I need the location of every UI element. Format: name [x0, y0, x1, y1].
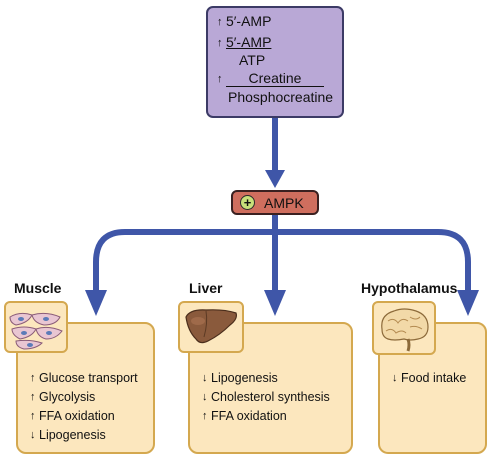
liver-effect-1: ↓Lipogenesis [202, 371, 278, 386]
amp-label: 5′-AMP [226, 13, 272, 29]
up-arrow-icon: ↑ [202, 410, 208, 422]
muscle-icon-frame [4, 301, 68, 353]
ampk-node: + AMPK [231, 190, 319, 215]
hypothalamus-heading: Hypothalamus [361, 280, 458, 296]
activation-plus-icon: + [240, 195, 255, 210]
hypothalamus-effect-1: ↓Food intake [392, 371, 466, 386]
up-arrow-icon: ↑ [217, 73, 223, 85]
effect-text: Glycolysis [39, 390, 96, 404]
arrowhead-to-ampk [265, 170, 285, 188]
effect-text: Lipogenesis [211, 371, 278, 385]
creatine-ratio-numerator: ↑Creatine [217, 70, 324, 87]
effect-text: FFA oxidation [211, 409, 287, 423]
arrowhead-to-liver [264, 290, 286, 316]
muscle-heading: Muscle [14, 280, 62, 296]
up-arrow-icon: ↑ [30, 410, 36, 422]
muscle-effect-3: ↑FFA oxidation [30, 409, 115, 424]
effect-text: Food intake [401, 371, 467, 385]
branch-line-right [275, 229, 471, 292]
liver-effect-3: ↑FFA oxidation [202, 409, 287, 424]
effect-text: Cholesterol synthesis [211, 390, 330, 404]
amp-increase-line: ↑5′-AMP [217, 13, 271, 29]
creatine-label: Creatine [226, 70, 324, 87]
liver-icon [185, 309, 237, 344]
atp-label: ATP [239, 52, 266, 68]
down-arrow-icon: ↓ [392, 372, 398, 384]
arrowhead-to-hypothalamus [457, 290, 479, 316]
liver-effect-2: ↓Cholesterol synthesis [202, 390, 330, 405]
down-arrow-icon: ↓ [30, 429, 36, 441]
liver-heading: Liver [189, 280, 223, 296]
muscle-effect-2: ↑Glycolysis [30, 390, 95, 405]
energy-state-box: ↑5′-AMP ↑5′-AMP ATP ↑Creatine Phosphocre… [206, 6, 344, 118]
up-arrow-icon: ↑ [217, 16, 223, 28]
up-arrow-icon: ↑ [30, 391, 36, 403]
muscle-effect-4: ↓Lipogenesis [30, 428, 106, 443]
effect-text: FFA oxidation [39, 409, 115, 423]
down-arrow-icon: ↓ [202, 391, 208, 403]
arrowhead-to-muscle [85, 290, 107, 316]
brain-icon-frame [372, 301, 436, 355]
effect-text: Glucose transport [39, 371, 138, 385]
effect-text: Lipogenesis [39, 428, 106, 442]
up-arrow-icon: ↑ [30, 372, 36, 384]
down-arrow-icon: ↓ [202, 372, 208, 384]
up-arrow-icon: ↑ [217, 37, 223, 49]
muscle-cells-icon [9, 312, 63, 350]
brain-icon [381, 308, 429, 352]
branch-line-left [93, 229, 275, 292]
amp-ratio-label: 5′-AMP [226, 34, 272, 50]
phosphocreatine-label: Phosphocreatine [228, 89, 334, 105]
muscle-effect-1: ↑Glucose transport [30, 371, 138, 386]
amp-atp-ratio-numerator: ↑5′-AMP [217, 34, 271, 50]
ampk-label: AMPK [264, 195, 304, 211]
liver-icon-frame [178, 301, 244, 353]
